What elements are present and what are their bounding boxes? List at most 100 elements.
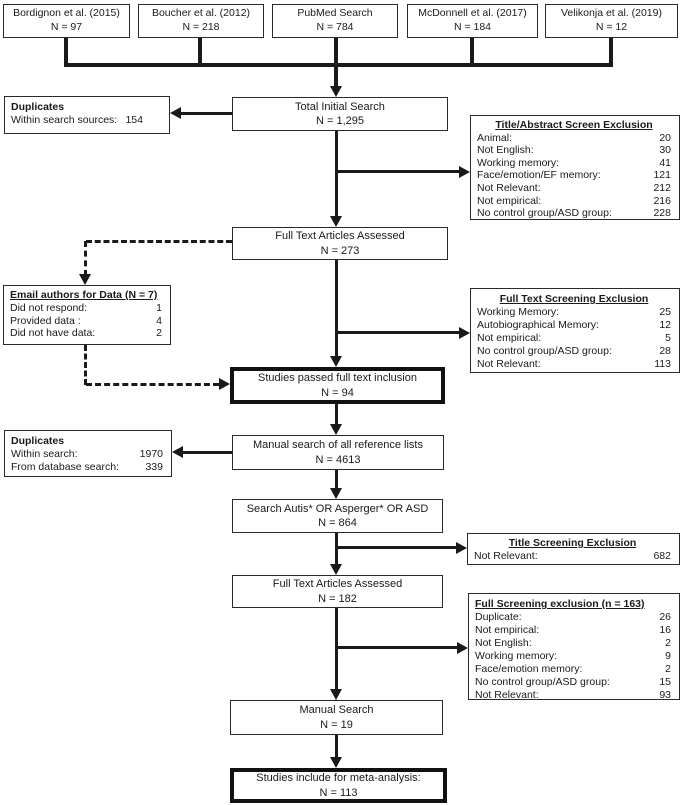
row-value: 2 [156, 327, 162, 340]
box-n: N = 19 [320, 718, 353, 731]
manual-reference-search-box: Manual search of all reference lists N =… [232, 435, 444, 470]
row-value: 41 [659, 156, 671, 169]
arrowhead-right [456, 542, 467, 554]
email-authors-box: Email authors for Data (N = 7) Did not r… [3, 285, 171, 345]
row-label: Not Relevant: [475, 689, 539, 702]
row-label: From database search: [11, 460, 119, 473]
row-label: Not English: [477, 144, 534, 157]
exclusion-row: No control group/ASD group: 28 [477, 345, 671, 358]
box-title: Studies include for meta-analysis: [256, 772, 421, 785]
connector-line [335, 260, 338, 358]
source-n: N = 12 [595, 21, 628, 33]
arrowhead-down [330, 86, 342, 97]
source-box-mcdonnell: McDonnell et al. (2017) N = 184 [407, 4, 538, 38]
row-label: Within search: [11, 447, 78, 460]
connector-line [335, 470, 338, 489]
exclusion-row: Animal: 20 [477, 132, 671, 145]
exclusion-row: No control group/ASD group: 228 [477, 207, 671, 220]
row-label: No control group/ASD group: [477, 207, 612, 220]
row-label: Not Relevant: [477, 358, 541, 371]
connector-line [336, 331, 459, 334]
exclusion-row: Not English: 30 [477, 144, 671, 157]
arrowhead-left [172, 446, 183, 458]
connector-line [336, 546, 456, 549]
row-value: 2 [665, 663, 671, 676]
exclusion-row: Provided data : 4 [10, 315, 162, 328]
row-value: 228 [653, 207, 671, 220]
box-title: Full Screening exclusion (n = 163) [475, 598, 645, 610]
box-title: Full Text Screening Exclusion [499, 293, 649, 305]
row-label: Autobiographical Memory: [477, 319, 599, 332]
row-label: Not English: [475, 637, 532, 650]
row-value: 154 [125, 113, 143, 126]
connector-line [64, 37, 68, 67]
row-label: Not Relevant: [477, 181, 541, 194]
box-title: Search Autis* OR Asperger* OR ASD [246, 502, 429, 515]
full-text-assessed-box-2: Full Text Articles Assessed N = 182 [232, 575, 443, 608]
exclusion-row: Working memory: 41 [477, 157, 671, 170]
source-box-boucher: Boucher et al. (2012) N = 218 [138, 4, 264, 38]
row-value: 25 [659, 306, 671, 319]
duplicates-box-1: Duplicates Within search sources: 154 [4, 96, 170, 134]
source-name: PubMed Search [297, 7, 373, 20]
included-studies-box: Studies include for meta-analysis: N = 1… [230, 768, 447, 803]
box-n: N = 1,295 [315, 115, 364, 127]
row-label: Not Relevant: [474, 549, 538, 562]
exclusion-row: Not Relevant: 113 [477, 358, 671, 371]
box-n: N = 113 [319, 786, 358, 799]
connector-line [198, 37, 202, 67]
row-value: 26 [659, 611, 671, 624]
row-value: 212 [653, 181, 671, 194]
source-name: McDonnell et al. (2017) [418, 7, 527, 20]
row-value: 5 [665, 332, 671, 345]
connector-line [182, 451, 232, 454]
row-label: Not empirical: [475, 624, 540, 637]
source-name: Bordignon et al. (2015) [13, 7, 120, 20]
title-screening-exclusion-box: Title Screening Exclusion Not Relevant: … [467, 533, 680, 565]
source-name: Boucher et al. (2012) [151, 7, 251, 20]
source-box-velikonja: Velikonja et al. (2019) N = 12 [545, 4, 678, 38]
row-label: Working Memory: [477, 306, 560, 319]
row-label: Not empirical: [477, 332, 542, 345]
row-label: Face/emotion memory: [475, 663, 583, 676]
exclusion-row: Not Relevant: 93 [475, 689, 671, 702]
box-title: Full Text Articles Assessed [272, 578, 403, 591]
arrowhead-down [330, 689, 342, 700]
exclusion-row: Autobiographical Memory: 12 [477, 319, 671, 332]
connector-line [335, 131, 338, 219]
box-title: Duplicates [11, 101, 65, 113]
row-label: No control group/ASD group: [477, 345, 612, 358]
autism-search-box: Search Autis* OR Asperger* OR ASD N = 86… [232, 499, 443, 533]
row-value: 216 [653, 194, 671, 207]
exclusion-row: Within search sources: 154 [11, 114, 161, 127]
exclusion-row: Did not respond: 1 [10, 302, 162, 315]
source-box-pubmed: PubMed Search N = 784 [272, 4, 398, 38]
box-title: Full Text Articles Assessed [275, 230, 405, 243]
arrowhead-right [459, 166, 470, 178]
row-value: 12 [659, 319, 671, 332]
row-value: 30 [659, 144, 671, 157]
connector-line [335, 533, 338, 565]
box-n: N = 273 [320, 244, 360, 257]
box-title: Title Screening Exclusion [508, 537, 637, 549]
box-title: Manual search of all reference lists [253, 439, 423, 452]
exclusion-row: Working Memory: 25 [477, 306, 671, 319]
row-value: 113 [654, 358, 671, 371]
exclusion-row: Not empirical: 5 [477, 332, 671, 345]
exclusion-row: Not Relevant: 682 [474, 550, 671, 563]
exclusion-row: No control group/ASD group: 15 [475, 676, 671, 689]
source-n: N = 184 [453, 21, 492, 33]
box-n: N = 94 [321, 386, 354, 399]
row-value: 4 [156, 314, 162, 327]
studies-passed-box: Studies passed full text inclusion N = 9… [230, 367, 445, 404]
box-title: Manual Search [299, 704, 374, 717]
row-label: No control group/ASD group: [475, 676, 610, 689]
row-label: Duplicate: [475, 611, 522, 624]
row-value: 15 [659, 676, 671, 689]
row-label: Did not have data: [10, 327, 96, 340]
arrowhead-down [330, 564, 342, 575]
connector-line [180, 112, 232, 115]
row-label: Working memory: [475, 650, 558, 663]
connector-line [335, 404, 338, 425]
